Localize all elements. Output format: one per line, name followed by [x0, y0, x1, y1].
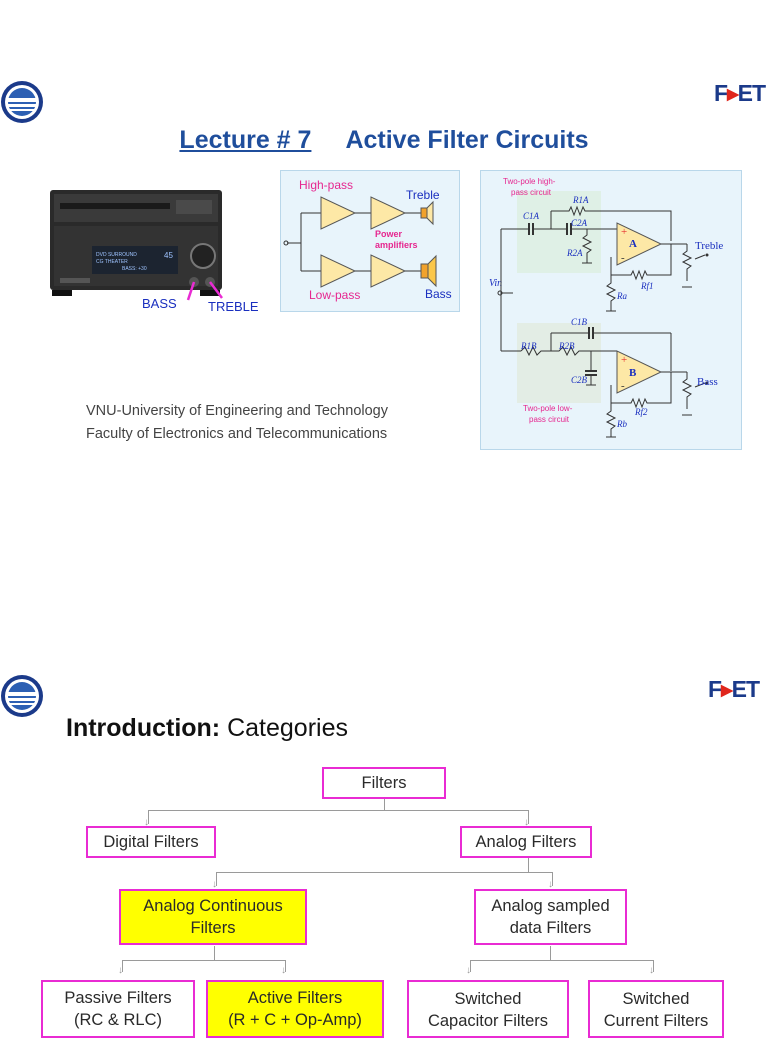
c1a-label: C1A [523, 211, 540, 221]
switched-current-line1: Switched [622, 990, 690, 1008]
digital-filters-box: Digital Filters [86, 826, 216, 858]
hp-caption-1: Two-pole high- [503, 177, 556, 186]
stereo-display-line3: BASS: +30 [122, 266, 147, 272]
treble-output-label: Treble [406, 188, 440, 202]
bass-circuit-label: Bass [697, 376, 718, 388]
digital-filters-label: Digital Filters [103, 833, 199, 851]
low-pass-amp [320, 254, 357, 288]
rf1-label: Rf1 [640, 281, 654, 291]
treble-speaker-icon [426, 200, 434, 226]
r2a-label: R2A [566, 248, 583, 258]
analog-sampled-line2: data Filters [509, 919, 592, 937]
svg-text:+: + [621, 354, 627, 366]
fet-logo-icon: F▸ET [708, 676, 760, 702]
circuit-schematic-panel: Two-pole high- pass circuit Two-pole low… [480, 170, 742, 450]
stereo-display-line1: DVD SURROUND [96, 252, 137, 258]
affiliation: VNU-University of Engineering and Techno… [86, 400, 388, 446]
analog-filters-box: Analog Filters [460, 826, 592, 858]
analog-sampled-filters-box: Analog sampled data Filters [474, 889, 627, 945]
c1b-label: C1B [571, 317, 588, 327]
lp-caption-1: Two-pole low- [523, 404, 573, 413]
passive-filters-line2: (RC & RLC) [73, 1011, 162, 1029]
opamp-a-label: A [629, 238, 637, 250]
passive-filters-line1: Passive Filters [64, 989, 172, 1007]
switched-capacitor-line1: Switched [454, 990, 522, 1008]
slide-title: Lecture # 7 Active Filter Circuits [0, 126, 768, 155]
treble-label: TREBLE [208, 299, 259, 314]
block-diagram: High-pass Treble Power amplifiers Low-pa… [283, 178, 452, 302]
stereo-display-line2: CG THEATER [96, 259, 128, 265]
opamp-b [616, 350, 663, 394]
lecture-title: Active Filter Circuits [345, 126, 589, 154]
switched-current-filters-box: Switched Current Filters [588, 980, 724, 1038]
fet-logo-icon: F▸ET [714, 80, 766, 106]
power-amplifiers-label-2: amplifiers [375, 240, 418, 250]
active-filters-line1: Active Filters [247, 989, 343, 1007]
switched-capacitor-filters-box: Switched Capacitor Filters [407, 980, 569, 1038]
rb-label: Rb [616, 419, 627, 429]
high-pass-amp [320, 196, 357, 230]
r2b-label: R2B [558, 341, 575, 351]
filters-root-box: Filters [322, 767, 446, 799]
slide-1: F▸ET Lecture # 7 Active Filter Circuits D… [0, 80, 768, 450]
high-pass-label: High-pass [299, 178, 353, 192]
analog-sampled-line1: Analog sampled [491, 897, 610, 915]
bass-power-amp [370, 254, 407, 288]
bass-speaker-icon [427, 254, 437, 288]
circuit-schematic: Two-pole high- pass circuit Two-pole low… [489, 177, 723, 438]
analog-filters-label: Analog Filters [475, 833, 577, 851]
active-filters-box: Active Filters (R + C + Op-Amp) [206, 980, 384, 1038]
ra-label: Ra [616, 291, 627, 301]
treble-power-amp [370, 196, 407, 230]
analog-continuous-line2: Filters [190, 919, 236, 937]
heading-rest: Categories [220, 714, 348, 742]
stereo-receiver-image: DVD SURROUND CG THEATER BASS: +30 45 [50, 190, 222, 296]
affiliation-university: VNU-University of Engineering and Techno… [86, 403, 388, 419]
hp-caption-2: pass circuit [511, 188, 552, 197]
university-logo-icon [1, 675, 43, 717]
r1a-label: R1A [572, 195, 589, 205]
stereo-display-level: 45 [164, 251, 173, 260]
block-diagram-panel: High-pass Treble Power amplifiers Low-pa… [280, 170, 460, 312]
university-logo-icon [1, 81, 43, 123]
knob-pointer-arrows [186, 281, 223, 301]
switched-capacitor-line2: Capacitor Filters [427, 1012, 549, 1030]
r1b-label: R1B [520, 341, 537, 351]
power-amplifiers-label-1: Power [375, 229, 403, 239]
vin-label: Vin [489, 278, 502, 289]
c2a-label: C2A [571, 218, 588, 228]
switched-current-line2: Current Filters [603, 1012, 709, 1030]
active-filters-line2: (R + C + Op-Amp) [228, 1011, 362, 1029]
svg-text:-: - [621, 380, 625, 392]
passive-filters-box: Passive Filters (RC & RLC) [41, 980, 195, 1038]
low-pass-label: Low-pass [309, 288, 360, 302]
heading-bold: Introduction: [66, 714, 221, 742]
analog-continuous-filters-box: Analog Continuous Filters [119, 889, 307, 945]
svg-text:-: - [621, 252, 625, 264]
opamp-b-label: B [629, 367, 637, 379]
rf2-label: Rf2 [634, 407, 648, 417]
slide-2-heading: Introduction: Categories [66, 714, 348, 743]
c2b-label: C2B [571, 375, 588, 385]
bass-label: BASS [142, 296, 177, 311]
svg-text:+: + [621, 226, 627, 238]
filters-root-label: Filters [361, 774, 407, 792]
treble-circuit-label: Treble [695, 240, 723, 252]
analog-continuous-line1: Analog Continuous [143, 897, 283, 915]
lp-caption-2: pass circuit [529, 415, 570, 424]
bass-output-label: Bass [425, 287, 452, 301]
opamp-a [616, 222, 663, 266]
lecture-number: Lecture # 7 [179, 126, 312, 154]
affiliation-faculty: Faculty of Electronics and Telecommunica… [86, 426, 388, 442]
